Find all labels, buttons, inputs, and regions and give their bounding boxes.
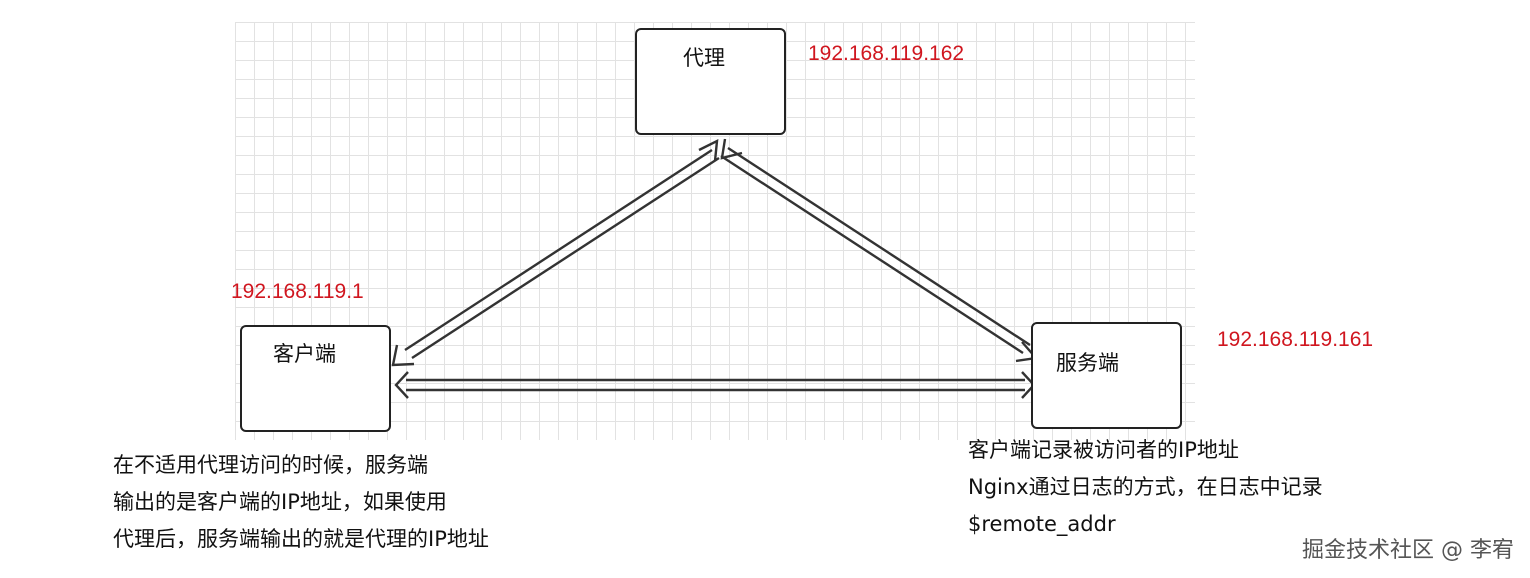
server-note: 客户端记录被访问者的IP地址 Nginx通过日志的方式，在日志中记录 $remo…: [968, 432, 1323, 543]
server-ip: 192.168.119.161: [1217, 328, 1374, 351]
server-note-line: Nginx通过日志的方式，在日志中记录: [968, 475, 1323, 499]
proxy-ip: 192.168.119.162: [808, 42, 965, 65]
arrow-client-server: [394, 371, 1036, 399]
client-ip: 192.168.119.1: [231, 280, 364, 303]
client-note-line: 代理后，服务端输出的就是代理的IP地址: [113, 527, 489, 551]
server-note-line: $remote_addr: [968, 512, 1116, 536]
arrow-proxy-client: [391, 138, 720, 367]
client-label: 客户端: [273, 342, 336, 366]
client-note-line: 在不适用代理访问的时候，服务端: [113, 453, 428, 477]
server-note-line: 客户端记录被访问者的IP地址: [968, 438, 1239, 462]
client-node: [240, 325, 391, 432]
arrow-proxy-server: [720, 138, 1039, 363]
client-note-line: 输出的是客户端的IP地址，如果使用: [113, 490, 447, 514]
server-node: [1031, 322, 1182, 429]
watermark: 掘金技术社区 @ 李宥: [1302, 538, 1514, 563]
proxy-node: [635, 28, 786, 135]
proxy-label: 代理: [683, 46, 725, 70]
client-note: 在不适用代理访问的时候，服务端 输出的是客户端的IP地址，如果使用 代理后，服务…: [113, 447, 489, 558]
server-label: 服务端: [1056, 351, 1119, 375]
